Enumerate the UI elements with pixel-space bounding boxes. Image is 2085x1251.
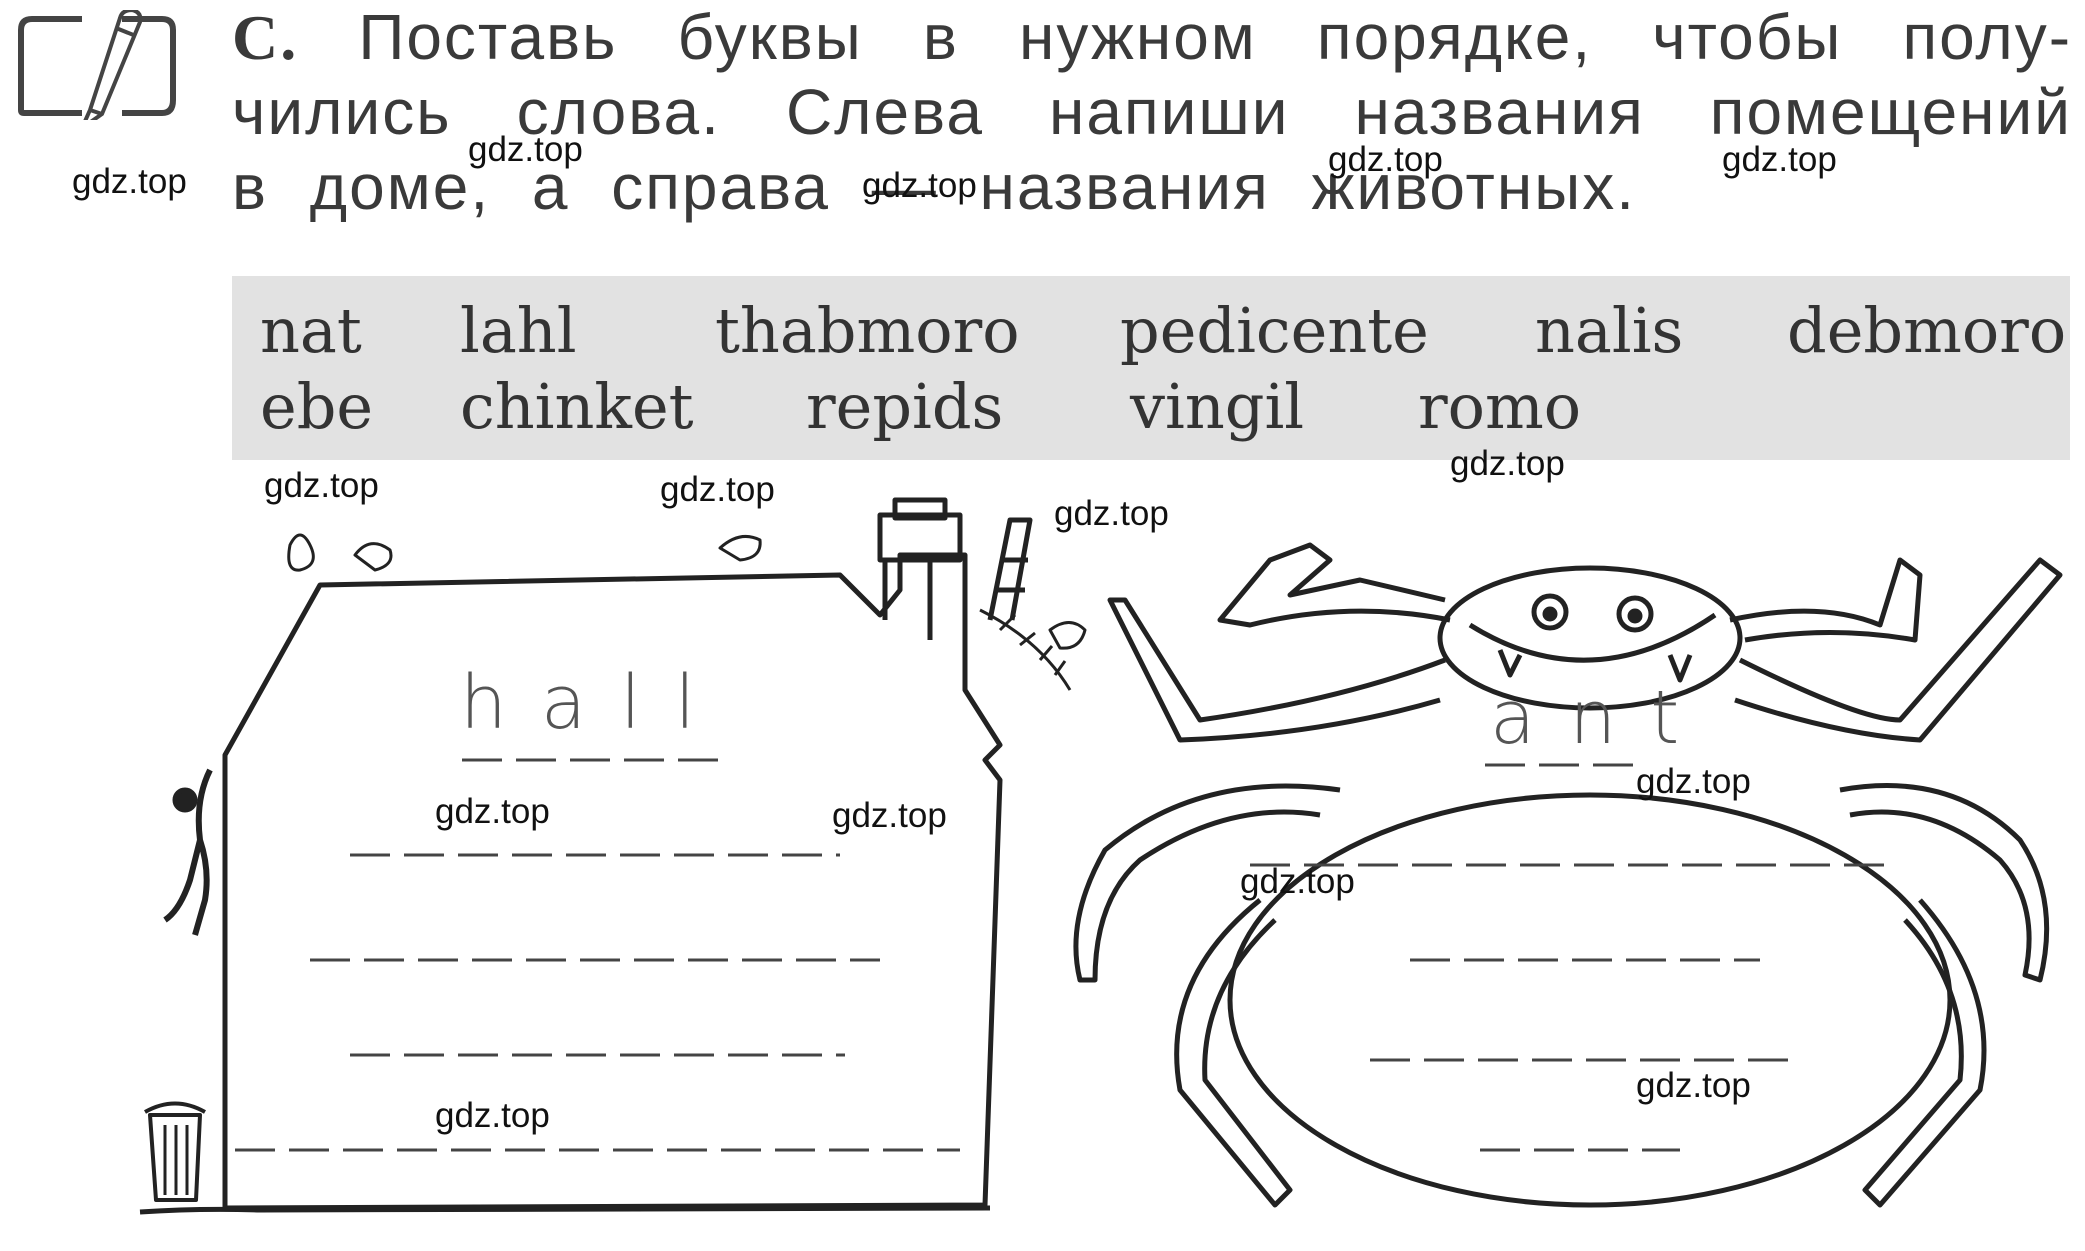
word-bank-word: pedicente xyxy=(1120,294,1429,367)
watermark: gdz.top xyxy=(1328,140,1443,179)
watermark: gdz.top xyxy=(832,796,947,835)
word-bank: nat lahl thabmoro pedicente nalis debmor… xyxy=(232,276,2070,460)
watermark: gdz.top xyxy=(435,792,550,831)
task-line-2: чились слова. Слева напиши названия поме… xyxy=(232,76,2072,148)
word-bank-word: chinket xyxy=(460,370,694,443)
spider-example-word: ant xyxy=(1490,675,1714,761)
spider-drawing xyxy=(1073,542,2063,1208)
watermark: gdz.top xyxy=(435,1096,550,1135)
task-text: C. Поставь буквы в нужном порядке, чтобы… xyxy=(232,0,2072,225)
word-bank-word: nalis xyxy=(1535,294,1684,367)
watermark: gdz.top xyxy=(468,130,583,169)
watermark: gdz.top xyxy=(1054,494,1169,533)
word-bank-word: vingil xyxy=(1130,370,1305,443)
task-line-1: C. Поставь буквы в нужном порядке, чтобы… xyxy=(232,1,2073,73)
watermark: gdz.top xyxy=(862,166,977,205)
word-bank-word: lahl xyxy=(460,294,577,367)
watermark: gdz.top xyxy=(72,162,187,201)
watermark: gdz.top xyxy=(264,466,379,505)
watermark: gdz.top xyxy=(660,470,775,509)
watermark: gdz.top xyxy=(1636,762,1751,801)
word-bank-word: debmoro xyxy=(1787,294,2067,367)
word-bank-word: repids xyxy=(806,370,1004,443)
word-bank-word: romo xyxy=(1418,370,1582,443)
task-label: C. xyxy=(232,2,299,73)
watermark: gdz.top xyxy=(1240,862,1355,901)
watermark: gdz.top xyxy=(1450,444,1565,483)
task-line-3: в доме, а справа — названия животных. xyxy=(232,151,1636,223)
word-bank-word: thabmoro xyxy=(715,294,1020,367)
house-example-word: hall xyxy=(460,660,730,746)
word-bank-word: ebe xyxy=(260,370,374,443)
word-bank-word: nat xyxy=(260,294,362,367)
pencil-icon xyxy=(18,10,176,120)
watermark: gdz.top xyxy=(1722,140,1837,179)
house-drawing xyxy=(139,497,1087,1215)
watermark: gdz.top xyxy=(1636,1066,1751,1105)
